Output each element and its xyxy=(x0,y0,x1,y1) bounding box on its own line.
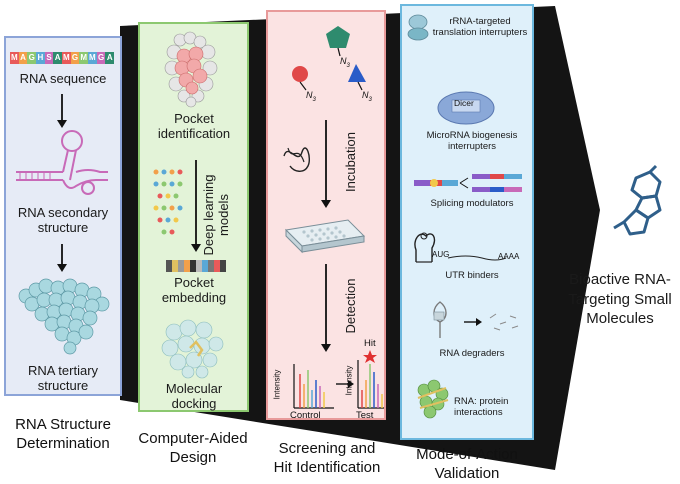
aaaa-label: AAAA xyxy=(498,252,520,261)
control-label: Control xyxy=(290,410,321,421)
stage2-caption: Computer-Aided Design xyxy=(138,430,248,466)
well-plate-icon xyxy=(284,219,366,254)
utr-icon xyxy=(414,232,507,263)
test-intensity-chart xyxy=(357,350,384,409)
sequence-letter: A xyxy=(53,52,63,64)
stage1-caption: RNA Structure Determination xyxy=(15,416,111,452)
azide-label-1: N3 xyxy=(340,56,350,69)
rna-protein-icon xyxy=(417,379,449,419)
stage4-panel xyxy=(400,4,534,440)
incubation-label: Incubation xyxy=(343,132,358,192)
rna-tertiary-structure-icon xyxy=(18,278,110,355)
pocket-embedding-bar xyxy=(166,260,226,272)
control-intensity-axis-label: Intensity xyxy=(272,369,282,400)
sequence-letter: G xyxy=(27,52,37,64)
rna-sequence-label: RNA sequence xyxy=(19,71,107,86)
stage3-caption: Screening and Hit Identification xyxy=(273,440,381,476)
molecular-docking-label: Molecular docking xyxy=(165,381,223,411)
rna-secondary-label: RNA secondary structure xyxy=(17,205,109,235)
small-molecule-icon xyxy=(613,164,662,236)
deep-learning-label: Deep learning models xyxy=(201,174,231,256)
azide-label-3: N3 xyxy=(362,90,372,103)
sequence-letter: A xyxy=(105,52,115,64)
dicer-icon xyxy=(437,91,495,125)
down-arrow-1 xyxy=(57,94,67,128)
microrna-label: MicroRNA biogenesis interrupters xyxy=(426,130,518,153)
pocket-identification-label: Pocket identification xyxy=(157,111,231,141)
test-label: Test xyxy=(356,410,374,421)
dicer-label: Dicer xyxy=(454,98,474,108)
sequence-letter: M xyxy=(10,52,19,64)
stage4-caption: Mode-of-Action Validation xyxy=(416,446,518,482)
deep-learning-arrow xyxy=(191,160,201,252)
aug-label: AUG xyxy=(432,250,450,259)
sequence-letter: A xyxy=(18,52,28,64)
sequence-letter: M xyxy=(62,52,71,64)
control-intensity-chart xyxy=(293,364,334,409)
rrna-targeted-label: rRNA-targeted translation interrupters xyxy=(432,16,528,39)
embedding-cell xyxy=(202,260,208,272)
embedding-cell xyxy=(190,260,196,272)
embedding-cell xyxy=(214,260,220,272)
degraders-label: RNA degraders xyxy=(439,348,505,359)
final-result-label: Bioactive RNA- Targeting Small Molecules xyxy=(568,271,672,327)
rna-strand-icon xyxy=(283,147,311,172)
embedding-cell xyxy=(172,260,178,272)
detection-label: Detection xyxy=(343,278,358,334)
splicing-label: Splicing modulators xyxy=(430,198,514,209)
detection-arrow xyxy=(321,264,331,352)
incubation-arrow xyxy=(321,120,331,208)
splicing-icon xyxy=(414,174,522,192)
sequence-letter: S xyxy=(44,52,54,64)
test-intensity-axis-label: Intensity xyxy=(344,365,354,396)
sequence-letter: M xyxy=(79,52,89,64)
sequence-letter: G xyxy=(96,52,106,64)
embedding-cell xyxy=(196,260,202,272)
pocket-embedding-label: Pocket embedding xyxy=(161,275,227,305)
rna-tertiary-label: RNA tertiary structure xyxy=(27,363,99,393)
sequence-letter: G xyxy=(70,52,80,64)
hit-label: Hit xyxy=(364,338,376,349)
ribosome-icon xyxy=(407,14,429,41)
embedding-cell xyxy=(178,260,184,272)
control-to-test-arrow xyxy=(336,380,354,388)
down-arrow-2 xyxy=(57,244,67,272)
sequence-letter: M xyxy=(88,52,97,64)
sequence-letter: H xyxy=(36,52,45,64)
rna-secondary-structure-icon xyxy=(16,130,108,195)
rna-degrader-icon xyxy=(433,301,519,338)
embedding-cell xyxy=(166,260,172,272)
embedding-cell xyxy=(220,260,226,272)
azide-label-2: N3 xyxy=(306,90,316,103)
embedding-cell xyxy=(184,260,190,272)
embedding-cell xyxy=(208,260,214,272)
rna-protein-label: RNA: protein interactions xyxy=(454,396,509,419)
pocket-protein-icon xyxy=(164,31,218,108)
molecular-docking-icon xyxy=(161,319,224,379)
azide-compound-icons xyxy=(292,26,366,91)
utr-label: UTR binders xyxy=(445,270,499,281)
deep-learning-network-icon xyxy=(153,169,183,235)
